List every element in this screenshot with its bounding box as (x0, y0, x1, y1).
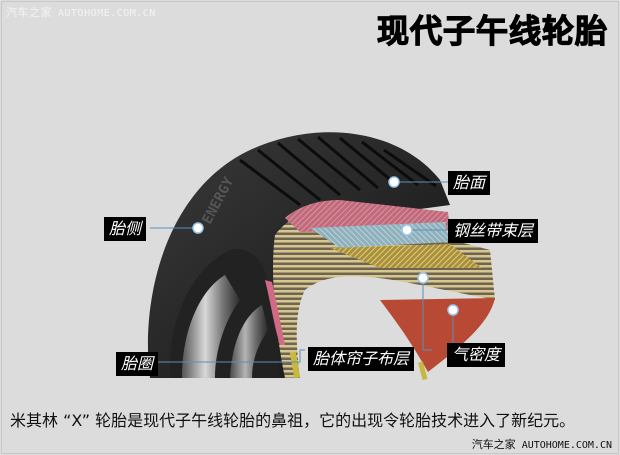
watermark-brand: 汽车之家 (471, 438, 516, 451)
watermark-top: 汽车之家 AUTOHOME.COM.CN (6, 4, 156, 20)
sidewall-marker (192, 222, 204, 234)
label-sidewall: 胎侧 (104, 217, 147, 241)
tire-cross-section-illustration: ENERGY (147, 132, 495, 381)
label-steel-belt: 钢丝带束层 (448, 219, 539, 243)
inner-liner-marker (447, 304, 459, 316)
watermark-site: AUTOHOME.COM.CN (58, 8, 156, 19)
label-inner-liner: 气密度 (447, 343, 506, 367)
steel-belt-marker (401, 224, 413, 236)
watermark-site: AUTOHOME.COM.CN (521, 440, 612, 451)
watermark-bottom: 汽车之家 AUTOHOME.COM.CN (472, 436, 612, 452)
carcass-ply-marker (417, 272, 429, 284)
tread-marker (388, 176, 400, 188)
caption-text: 米其林 “X” 轮胎是现代子午线轮胎的鼻祖，它的出现令轮胎技术进入了新纪元。 (10, 411, 576, 430)
diagram-title: 现代子午线轮胎 (376, 11, 608, 50)
label-carcass-ply: 胎体帘子布层 (308, 347, 415, 371)
label-bead: 胎圈 (116, 352, 159, 376)
label-tread: 胎面 (448, 171, 491, 195)
watermark-brand: 汽车之家 (6, 6, 52, 19)
